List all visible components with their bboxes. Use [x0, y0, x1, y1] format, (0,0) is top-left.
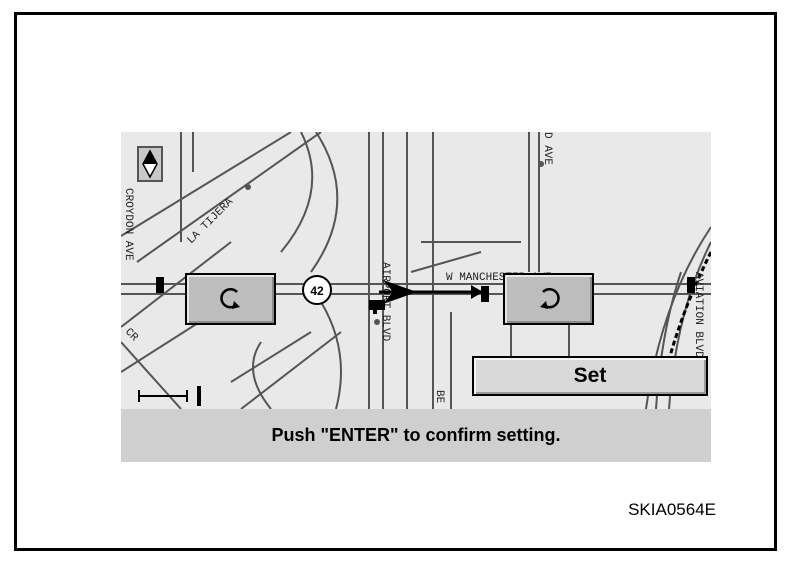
- compass-icon[interactable]: [137, 146, 163, 182]
- vehicle-position-icon: [369, 300, 385, 314]
- rotate-clockwise-icon: [540, 287, 560, 309]
- street-label-d-ave: D AVE: [541, 132, 553, 165]
- traffic-signal-icon: [156, 277, 695, 302]
- figure-reference-code: SKIA0564E: [628, 500, 716, 519]
- street-label-be: BE: [433, 390, 445, 404]
- route-shield-icon: 42: [302, 275, 332, 305]
- route-number: 42: [310, 284, 324, 298]
- set-button[interactable]: Set: [472, 356, 708, 396]
- rotate-right-button[interactable]: [503, 273, 594, 325]
- street-label-aviation: AVIATION BLVD: [692, 272, 704, 358]
- rotate-left-button[interactable]: [185, 273, 276, 325]
- navigation-screen: CROYDON AVE LA TIJERA AIRPORT BLVD W MAN…: [121, 132, 711, 462]
- map-scale-icon: [138, 386, 201, 406]
- street-label-croydon: CROYDON AVE: [122, 188, 134, 261]
- heading-arrow-icon: [379, 280, 483, 304]
- rotate-counterclockwise-icon: [220, 287, 240, 309]
- status-message: Push "ENTER" to confirm setting.: [121, 409, 711, 462]
- figure-frame: CROYDON AVE LA TIJERA AIRPORT BLVD W MAN…: [14, 12, 777, 551]
